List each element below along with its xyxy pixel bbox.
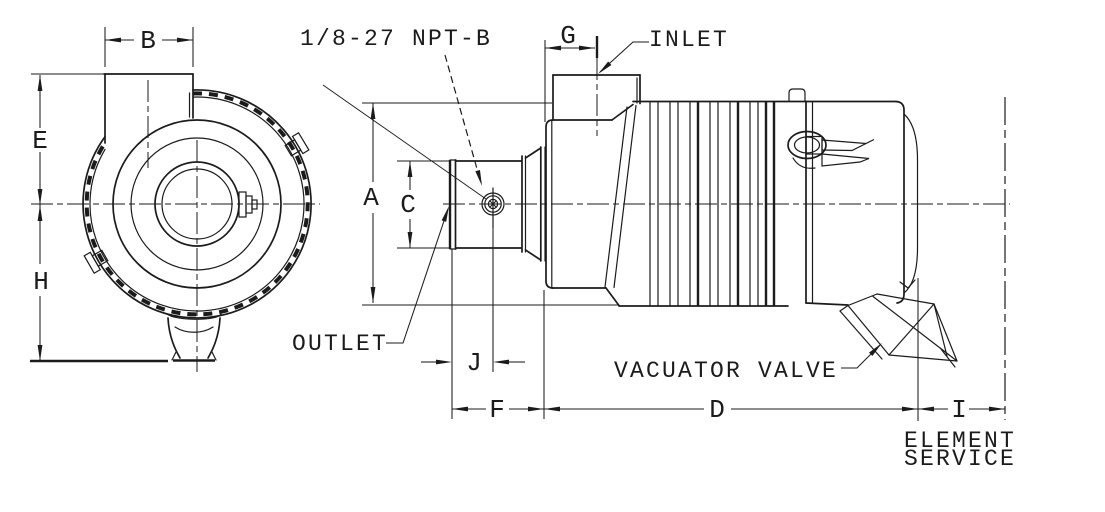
npt-tap-callout: 1/8-27 NPT-B: [300, 26, 492, 52]
npt-port: [481, 187, 505, 229]
outlet-callout: OUTLET: [292, 331, 388, 357]
inlet-leader: [596, 41, 649, 76]
dim-C: C: [400, 161, 416, 248]
end-view: B E H: [30, 26, 320, 372]
inlet-callout: INLET: [649, 27, 729, 53]
dim-H: H: [33, 205, 49, 361]
dim-label-a: A: [363, 183, 379, 213]
dim-F-D-I: F D I: [452, 278, 1005, 425]
vacuator-valve-side-view: [839, 293, 958, 368]
dim-label-c: C: [400, 190, 416, 220]
dim-label-h: H: [33, 267, 49, 297]
dim-G: G: [544, 21, 599, 122]
dim-label-e: E: [32, 126, 48, 156]
dim-label-g: G: [560, 21, 576, 51]
dim-E: E: [32, 75, 48, 205]
side-dimensions: A C G J: [322, 21, 1005, 425]
clamp-band: [82, 89, 312, 319]
band-clamp-upper: [284, 131, 310, 157]
dim-label-f: F: [489, 395, 505, 425]
dim-A: A: [362, 102, 618, 306]
side-view-centerlines: [443, 58, 1010, 420]
end-view-centerlines: [31, 80, 320, 372]
service-cover: [788, 88, 919, 306]
vacuator-valve-callout: VACUATOR VALVE: [614, 358, 838, 384]
dim-label-b: B: [140, 26, 156, 56]
outlet-leader: [386, 205, 452, 344]
vacuator-valve-end-view: [166, 313, 222, 362]
vacuator-valve-leader: [841, 341, 884, 369]
dim-B: B: [31, 26, 194, 75]
dim-label-d: D: [709, 395, 725, 425]
side-view: [397, 58, 1010, 420]
npt-leader: [322, 54, 487, 200]
element-service-callout-line1: ELEMENT: [904, 428, 1016, 454]
dim-J: J: [421, 228, 525, 419]
inlet-tube-end-view: [103, 73, 194, 144]
band-clamp-lower: [83, 249, 109, 274]
dim-label-j: J: [466, 348, 482, 378]
element-service-callout-line2: SERVICE: [904, 446, 1016, 472]
dim-label-i: I: [951, 395, 967, 425]
callouts: 1/8-27 NPT-B INLET OUTLET VACUATOR VALVE…: [292, 26, 1016, 472]
cover-latch: [787, 130, 875, 169]
housing-left-cap: [545, 103, 637, 307]
